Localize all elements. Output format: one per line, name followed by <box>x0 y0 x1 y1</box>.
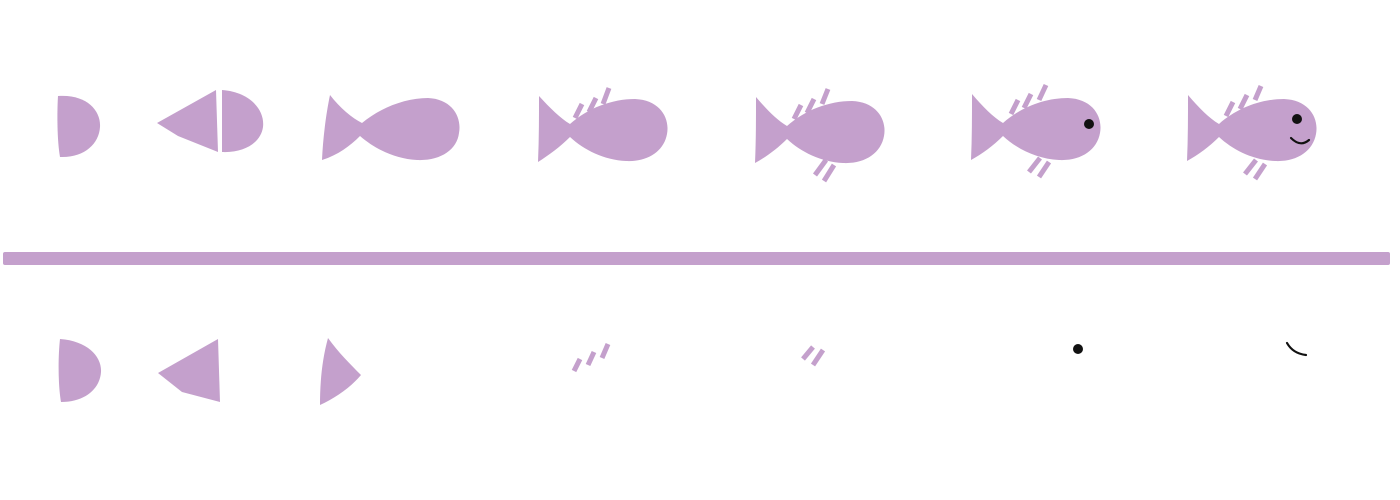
fish-body-shape <box>538 96 668 162</box>
piece-eye-dot <box>1073 344 1083 354</box>
fish-body-shape <box>971 94 1101 161</box>
eye-dot <box>1292 114 1302 124</box>
fish-body-shape <box>322 95 460 161</box>
body-triangle-shape <box>157 90 218 152</box>
top-fin-strokes <box>791 88 831 121</box>
bottom-fin-strokes <box>1027 156 1052 179</box>
assembly-step-7 <box>1187 85 1317 181</box>
assembly-step-5 <box>755 88 885 183</box>
assembly-step-4 <box>538 87 668 162</box>
fish-body-shape <box>755 97 885 164</box>
top-fin-strokes <box>572 87 612 120</box>
piece-top-fin-strokes <box>571 343 611 373</box>
piece-tail-triangle <box>320 338 361 405</box>
assembly-step-3 <box>322 95 460 161</box>
assembly-step-1 <box>57 95 101 158</box>
head-half-shape <box>57 95 101 158</box>
assembly-step-6 <box>971 83 1101 179</box>
piece-body-triangle <box>158 339 220 402</box>
smile-curve <box>1289 136 1311 145</box>
assembly-step-2 <box>157 90 264 153</box>
top-fin-strokes <box>1008 83 1049 116</box>
fish-body-shape <box>1187 95 1317 162</box>
head-half-shape <box>222 90 264 153</box>
bottom-fin-strokes <box>812 158 837 183</box>
piece-head-half <box>58 339 102 402</box>
top-fin-strokes <box>1223 85 1264 118</box>
piece-smile-curve <box>1285 341 1308 357</box>
eye-dot <box>1084 119 1094 129</box>
assembly-row <box>57 83 1317 183</box>
pieces-row <box>58 338 1308 405</box>
piece-bottom-fin-strokes <box>801 345 826 367</box>
divider-bar <box>3 252 1390 265</box>
bottom-fin-strokes <box>1243 158 1268 181</box>
